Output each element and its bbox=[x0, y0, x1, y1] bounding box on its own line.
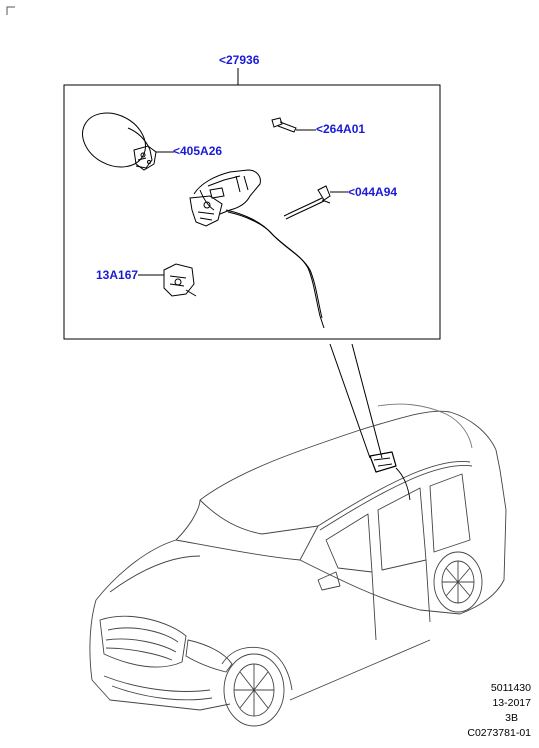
callout-cable-044A94[interactable]: <044A94 bbox=[348, 185, 398, 199]
footer-date: 13-2017 bbox=[492, 697, 531, 709]
detail-frame bbox=[63, 84, 441, 340]
vehicle-outline bbox=[89, 403, 507, 727]
actuator-part bbox=[138, 263, 197, 297]
footer-revision: 3B bbox=[505, 712, 518, 724]
screw-part bbox=[271, 117, 316, 133]
callout-fuel-filler-door-405A26[interactable]: <405A26 bbox=[173, 144, 223, 158]
footer-code-1: 5011430 bbox=[490, 682, 531, 694]
callout-assembly-27936[interactable]: <27936 bbox=[219, 53, 260, 67]
fuel-housing-part bbox=[189, 169, 325, 329]
fuel-filler-door-part bbox=[82, 112, 174, 171]
callout-screw-264A01[interactable]: <264A01 bbox=[316, 122, 366, 136]
callout-actuator-13A167[interactable]: 13A167 bbox=[96, 268, 139, 282]
release-cable-part bbox=[283, 185, 348, 220]
footer-code-2: C0273781-01 bbox=[467, 727, 531, 739]
corner-mark-icon bbox=[6, 6, 15, 15]
